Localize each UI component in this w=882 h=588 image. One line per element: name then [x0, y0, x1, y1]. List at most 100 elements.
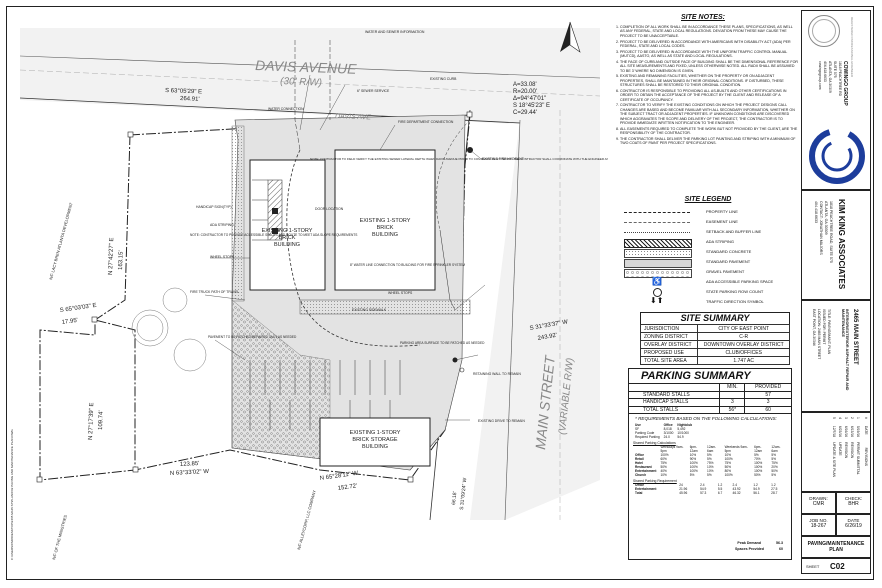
parking-count-icon — [653, 288, 662, 297]
bearing-4: N 27°17'39" E — [88, 403, 95, 441]
curve-radius: R=20.00' — [513, 89, 537, 95]
building-1 — [249, 159, 326, 291]
site-note: COMPLETION OF ALL WORK SHALL BE IN ACCOR… — [620, 25, 798, 38]
water-line-label: 8" WATER LINE CONNECTION TO BUILDING FOR… — [350, 263, 465, 267]
accessible-icon: ♿ — [652, 277, 662, 286]
revision-header: # DATE REVISIONS — [864, 417, 868, 467]
parking-summary-title: PARKING SUMMARY — [641, 370, 751, 382]
table-row: MIN. PROVIDED — [629, 383, 791, 391]
sheet-title-cell: PAVING/MAINTENANCE PLAN — [801, 536, 871, 558]
site-summary-title: SITE SUMMARY — [640, 312, 790, 324]
bearing-7-distance: 243.92' — [537, 333, 557, 342]
davis-avenue-label: DAVIS AVENUE — [255, 57, 358, 77]
building-2 — [334, 149, 436, 291]
table-row: HANDICAP STALLS 3 3 — [629, 398, 791, 406]
drawn-label: DRAWN: — [809, 496, 828, 501]
sewer-note: NOTE: CONTRACTOR TO FIELD VERIFY THE EXI… — [310, 157, 650, 161]
curve-bearing: S 18°45'23" E — [513, 103, 550, 109]
davis-ave-inner-label: DAVIS AVE — [335, 113, 371, 121]
bearing-2: N 27°42'27" E — [108, 238, 115, 276]
water-connection-label: WATER CONNECTION — [268, 107, 304, 111]
existing-curb-label: EXISTING CURB — [430, 77, 457, 81]
check-label: CHECK: — [844, 496, 863, 501]
site-notes-title: SITE NOTES: — [681, 14, 725, 21]
svg-text:BRICK: BRICK — [279, 235, 296, 241]
contractor-note: NOTE: CONTRACTOR TO PROVIDE ACCESSIBLE S… — [190, 233, 357, 237]
job-value: 18-267 — [810, 523, 827, 529]
site-legend: SITE LEGEND PROPERTY LINE EASEMENT LINE … — [620, 196, 796, 306]
firm-line: 1818 PEACHTREE RD — [838, 61, 842, 97]
svg-text:EXISTING 1-STORY: EXISTING 1-STORY — [262, 228, 313, 234]
revision-row: 2 6/13/16 REVISION — [850, 417, 854, 459]
adjacent-property-1: N/F LACY BREN ATLANTA DEVELOPMENT — [48, 202, 74, 281]
svg-text:BUILDING: BUILDING — [372, 232, 398, 238]
handicap-sign-label: HANDICAP SIGN(TYP) — [196, 205, 232, 209]
site-note: THE CONTRACTOR SHALL DELIVER THE PARKING… — [620, 137, 798, 146]
seal-text: REGISTERED PROFESSIONAL ENGINEER — [850, 17, 854, 78]
sheet-number: C02 — [830, 562, 845, 571]
svg-text:BRICK STORAGE: BRICK STORAGE — [352, 437, 397, 443]
bearing-8: 66.18' — [451, 491, 458, 505]
sheet-label: SHEET — [806, 564, 820, 569]
date-value: 6/26/19 — [845, 523, 862, 529]
revision-row: 3 6/16/16 REVISION — [844, 417, 848, 459]
legend-item-standard-concrete: STANDARD CONCRETE — [624, 247, 792, 258]
legend-item-standard-pavement: STANDARD PAVEMENT — [624, 257, 792, 268]
site-note: PROJECT TO BE DELIVERED IN ACCORDANCE WI… — [620, 40, 798, 49]
peak-demand: Peak Demand 56.3 — [737, 541, 783, 545]
file-path: C:\USERS\CMR\DESKTOP\2465 MAIN ST\PLAN\C… — [10, 429, 14, 560]
fire-truck-label: FIRE TRUCK PATH OF TRAVEL — [190, 290, 239, 294]
company-line: ATLANTA, GA 30309 — [824, 201, 828, 235]
job-cell: JOB NO. 18-267 — [801, 514, 836, 536]
site-note: THE FACE OF CURB AND OUTSIDE FACE OF BUI… — [620, 60, 798, 73]
existing-drive-label: EXISTING DRIVE TO REMAIN — [478, 419, 525, 423]
bearing-4-distance: 109.74' — [98, 410, 105, 430]
drawn-value: CMR — [812, 501, 825, 507]
company-line: 404.418.6633 — [814, 201, 818, 223]
project-line: ISSUED FOR: PERMIT — [822, 309, 826, 345]
legend-item-easement-line: EASEMENT LINE — [624, 217, 792, 227]
curve-arc: A=33.08' — [513, 82, 537, 88]
bearing-3-distance: 17.95' — [61, 318, 78, 326]
project-name: 2465 MAIN STREET — [852, 309, 858, 365]
ada-striping-label: ADA STRIPING — [210, 223, 234, 227]
date-label: DATE — [847, 518, 860, 523]
fire-truck-path — [286, 149, 421, 347]
legend-item-setback-line: SETBACK AND BUFFER LINE — [624, 227, 792, 237]
shared-parking-title: Shared Parking Calculations — [633, 441, 676, 445]
project-block: 2465 MAIN STREET INTERIOR/EXTERIOR ASPHA… — [801, 300, 871, 412]
davis-avenue-row: (30' R/W) — [280, 76, 322, 89]
retaining-wall-label: RETAINING WALL TO REMAIN — [473, 372, 521, 376]
drawing-sheet — [6, 6, 874, 580]
firm-line: ATLANTA, GA 30309 — [828, 61, 832, 93]
site-note: CONTRACTOR IS RESPONSIBLE TO PROVIDING A… — [620, 89, 798, 102]
curve-chord: C=29.44' — [513, 110, 537, 116]
site-notes: SITE NOTES: COMPLETION OF ALL WORK SHALL… — [608, 10, 798, 190]
project-line: TITLE: PAVING/MAINT. PLAN — [827, 309, 831, 355]
bearing-1-distance: 264.91' — [180, 96, 200, 103]
existing-sidewalk-label: EXISTING SIDEWALK — [352, 308, 387, 312]
wheel-stops-2-label: WHEEL STOPS — [388, 291, 413, 295]
drawn-cell: DRAWN: CMR — [801, 492, 836, 514]
company-block: KIM KING ASSOCIATES 1818 PEACHTREE ROAD,… — [801, 190, 871, 300]
site-legend-title: SITE LEGEND — [684, 196, 732, 203]
legend-item-traffic-direction: ⬇⬆ TRAFFIC DIRECTION SYMBOL — [650, 296, 764, 305]
table-row: TOTAL STALLS 56* 60 — [629, 406, 791, 414]
bearing-5-distance: N 63°33'02" W — [170, 469, 210, 477]
firm-name: COWINGO GROUP — [842, 61, 848, 106]
firm-line: 404.418.6633 — [823, 61, 827, 82]
peak-demand-value: 56.3 — [776, 541, 783, 545]
